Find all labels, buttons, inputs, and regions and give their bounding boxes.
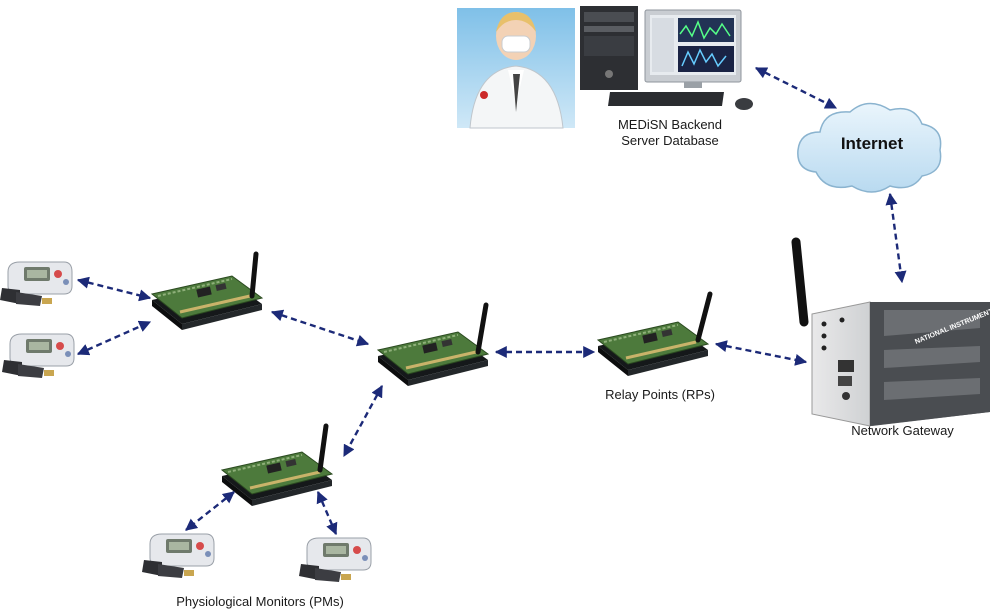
- blood-pressure-monitor-icon: [298, 537, 372, 583]
- relay-points-label: Relay Points (RPs): [605, 387, 715, 402]
- monitor-icon: [644, 9, 742, 88]
- antenna-icon: [791, 237, 809, 327]
- arrow-rp3-gateway: [714, 340, 808, 366]
- arrow-internet-gateway: [885, 192, 907, 284]
- server-database-label: MEDiSN Backend Server Database: [580, 117, 760, 149]
- blood-pressure-monitor-icon: [141, 533, 215, 579]
- relay-board-icon: [596, 320, 710, 378]
- physiological-monitors-label: Physiological Monitors (PMs): [176, 594, 344, 609]
- network-gateway-label: Network Gateway: [851, 423, 954, 438]
- arrow-rp4-pm3: [185, 491, 235, 531]
- blood-pressure-monitor-icon: [0, 261, 73, 307]
- computer-tower-icon: [580, 6, 638, 90]
- arrow-rp4-pm4: [316, 490, 338, 536]
- server-label-line1: MEDiSN Backend: [617, 117, 723, 132]
- mouse-icon: [735, 98, 753, 110]
- server-label-line2: Server Database: [621, 133, 719, 148]
- internet-label: Internet: [840, 134, 904, 153]
- antenna-icon: [249, 251, 259, 299]
- blood-pressure-monitor-icon: [1, 333, 75, 379]
- cloud-icon: [797, 102, 942, 193]
- gateway-device-icon: NATIONAL INSTRUMENTS: [791, 237, 999, 427]
- antenna-icon: [695, 291, 713, 343]
- relay-board-icon: [376, 330, 490, 388]
- keyboard-icon: [608, 92, 724, 106]
- relay-board-icon: [220, 450, 334, 508]
- arrow-pm2-rp1: [76, 320, 152, 356]
- antenna-icon: [475, 302, 489, 355]
- doctor-icon: [457, 8, 575, 129]
- antenna-icon: [317, 423, 329, 473]
- connection-arrows: [76, 66, 907, 536]
- arrow-rp1-rp2: [270, 309, 370, 347]
- arrow-rp2-rp4: [342, 384, 384, 458]
- arrow-pm1-rp1: [76, 276, 152, 302]
- arrow-server-internet: [754, 66, 838, 110]
- relay-board-icon: [150, 274, 264, 332]
